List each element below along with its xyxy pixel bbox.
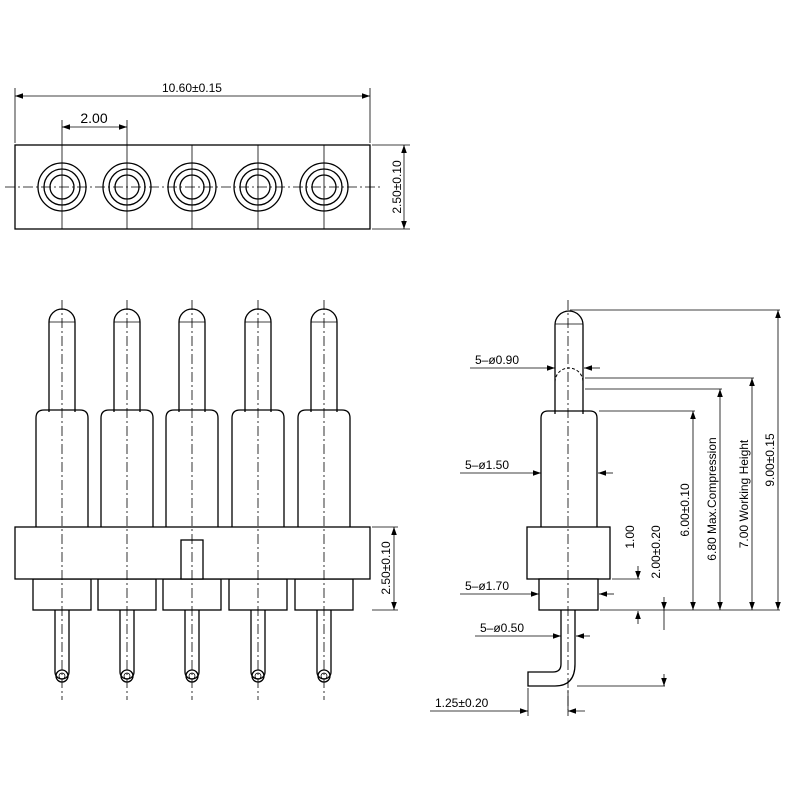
side-plunger [554,310,584,414]
top-hole-outer [299,162,349,212]
top-hole-inner [239,168,277,206]
side-housing [526,526,611,580]
front-view-centerlines [61,300,325,700]
working-height-label: 7.00 Working Height [737,439,751,548]
top-hole-inner [305,168,343,206]
dim-1-label: 1.00 [623,525,637,549]
dim-2-label: 2.00±0.20 [649,525,663,579]
front-height-label: 2.50±0.10 [379,541,393,595]
side-collar [538,578,599,611]
dim-3-label: 6.00±0.10 [678,483,692,537]
max-compression-label: 6.80 Max.Compression [705,437,719,560]
top-view: 10.60±0.15 2.00 2.50±0.10 [5,81,410,230]
top-hole-outer [37,162,87,212]
tip-diameter-label: 5–ø0.90 [475,353,519,367]
front-view-pins [32,308,354,683]
top-hole-inner [173,168,211,206]
side-tail [527,610,576,687]
top-hole-outer [233,162,283,212]
top-pin-tip [114,174,140,200]
side-view: 9.00±0.15 7.00 Working Height 6.80 Max.C… [430,300,781,716]
top-pin-tip [245,174,271,200]
top-view-holes [37,145,349,229]
top-pin-tip [311,174,337,200]
tail-offset-label: 1.25±0.20 [435,696,489,710]
side-plunger-hidden [554,367,584,392]
side-barrel [540,410,598,527]
top-hole-inner [108,168,146,206]
top-pin-tip [179,174,205,200]
collar-diameter-label: 5–ø1.70 [465,579,509,593]
barrel-diameter-label: 5–ø1.50 [465,458,509,472]
top-hole-outer [102,162,152,212]
tail-diameter-label: 5–ø0.50 [480,621,524,635]
front-view: 2.50±0.10 [14,300,398,700]
top-pin-tip [49,174,75,200]
overall-length-label: 10.60±0.15 [162,81,222,95]
top-hole-outer [167,162,217,212]
pitch-label: 2.00 [80,110,107,126]
top-hole-inner [43,168,81,206]
total-height-label: 9.00±0.15 [763,433,777,487]
top-height-label: 2.50±0.10 [390,160,404,214]
